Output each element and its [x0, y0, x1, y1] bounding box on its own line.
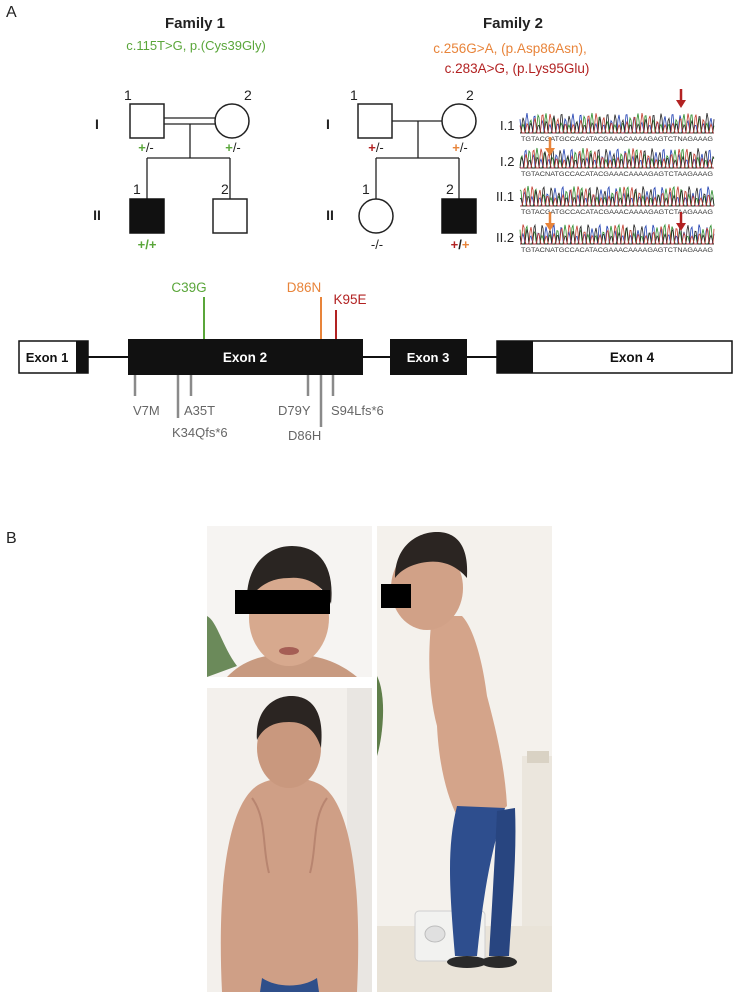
chromatogram-traces	[519, 112, 715, 245]
variant-label-D86N: D86N	[287, 280, 322, 295]
variant-label-D79Y: D79Y	[278, 403, 311, 418]
family1-I2-female	[214, 103, 250, 139]
family1-II1-affected-male	[129, 198, 165, 234]
family2-I1-genotype: +/-	[368, 140, 384, 155]
panel-label-a: A	[6, 4, 17, 21]
family2-I1-male	[357, 103, 393, 139]
pedigree-and-gene-diagram: Family 1 c.115T>G, p.(Cys39Gly) I II 1 2…	[18, 15, 733, 443]
family1-I1-genotype: +/-	[138, 140, 154, 155]
family2-generation-I: I	[326, 116, 330, 132]
family2-I2-genotype: +/-	[452, 140, 468, 155]
family1-II1-genotype: +/+	[138, 237, 157, 252]
family1-I2-number: 2	[244, 87, 252, 103]
family2-II1-female	[358, 198, 394, 234]
eye-censor-bar	[381, 584, 411, 608]
chromatogram-sequence-II1: TGTACGATGCCACATACGAAACAAAAGAGTCTAAGAAAG	[521, 209, 713, 216]
chromatogram-label-II2: II.2	[496, 230, 514, 245]
family1-generation-II: II	[93, 207, 101, 223]
chromatogram-sequence-I2: TGTACNATGCCACATACGAAACAAAAGAGTCTAAGAAAG	[521, 171, 713, 178]
exon-3-label: Exon 3	[407, 350, 450, 365]
family2-variant-2: c.283A>G, (p.Lys95Glu)	[445, 61, 590, 76]
boy-side-profile-image	[377, 532, 552, 992]
family1-I1-male	[129, 103, 165, 139]
chromatogram-sequence-II2: TGTACNATGCCACATACGAAACAAAAGAGTCTNAGAAAG	[521, 247, 713, 254]
chromatogram-trace	[520, 186, 714, 207]
variant-label-K95E: K95E	[333, 292, 366, 307]
family2-I2-number: 2	[466, 87, 474, 103]
family2-II1-genotype: -/-	[371, 237, 383, 252]
family1-II1-number: 1	[133, 181, 141, 197]
red-arrow-icon	[676, 89, 686, 108]
panel-label-b: B	[6, 530, 17, 547]
photo-side	[377, 526, 552, 992]
family2-II1-number: 1	[362, 181, 370, 197]
chromatogram-trace	[519, 148, 714, 169]
chromatogram-panel: I.1 I.2 II.1 II.2 TGTACGATGCCACATACGAAAC…	[496, 89, 715, 254]
exon-4-label: Exon 4	[610, 350, 655, 365]
red-arrow-icon	[676, 212, 686, 231]
variant-label-C39G: C39G	[171, 280, 206, 295]
variant-label-V7M: V7M	[133, 403, 160, 418]
chromatogram-trace	[520, 224, 715, 245]
chromatogram-label-II1: II.1	[496, 189, 514, 204]
family1-generation-I: I	[95, 116, 99, 132]
orange-arrow-icon	[545, 137, 555, 156]
chromatogram-sequence-I1: TGTACGATGCCACATACGAAACAAAAGAGTCTNAGAAAG	[521, 136, 713, 143]
family2-II2-affected-male	[441, 198, 477, 234]
family1-I1-number: 1	[124, 87, 132, 103]
family2-I1-number: 1	[350, 87, 358, 103]
family2-I2-female	[441, 103, 477, 139]
eye-censor-bar	[235, 590, 330, 614]
family2-II2-number: 2	[446, 181, 454, 197]
exon-1: Exon 1	[18, 340, 89, 374]
chromatogram-trace	[519, 113, 714, 134]
chromatogram-label-I2: I.2	[500, 154, 514, 169]
boy-back-image	[220, 688, 372, 992]
family1-II2-number: 2	[221, 181, 229, 197]
family1-variant: c.115T>G, p.(Cys39Gly)	[126, 38, 266, 53]
variant-label-S94Lfs6: S94Lfs*6	[331, 403, 384, 418]
family2-II2-genotype: +/+	[451, 237, 470, 252]
family2-variant-1: c.256G>A, (p.Asp86Asn),	[433, 41, 586, 56]
exon-4: Exon 4	[496, 340, 733, 374]
chromatogram-trace	[519, 185, 715, 207]
family2-title: Family 2	[483, 15, 543, 32]
photo-back	[207, 688, 372, 992]
family2-generation-II: II	[326, 207, 334, 223]
family1-I2-genotype: +/-	[225, 140, 241, 155]
chromatogram-label-I1: I.1	[500, 118, 514, 133]
family1-title: Family 1	[165, 15, 225, 32]
variant-label-K34Qfs6: K34Qfs*6	[172, 425, 228, 440]
boy-face-front-image	[207, 546, 357, 677]
exon-2: Exon 2	[128, 339, 363, 375]
family1-II2-male	[212, 198, 248, 234]
exon-2-label: Exon 2	[223, 350, 267, 365]
exon-3: Exon 3	[390, 339, 467, 375]
orange-arrow-icon	[545, 212, 555, 231]
variant-label-A35T: A35T	[184, 403, 215, 418]
exon-1-label: Exon 1	[26, 350, 69, 365]
variant-label-D86H: D86H	[288, 428, 321, 443]
photo-face-front	[207, 526, 372, 677]
